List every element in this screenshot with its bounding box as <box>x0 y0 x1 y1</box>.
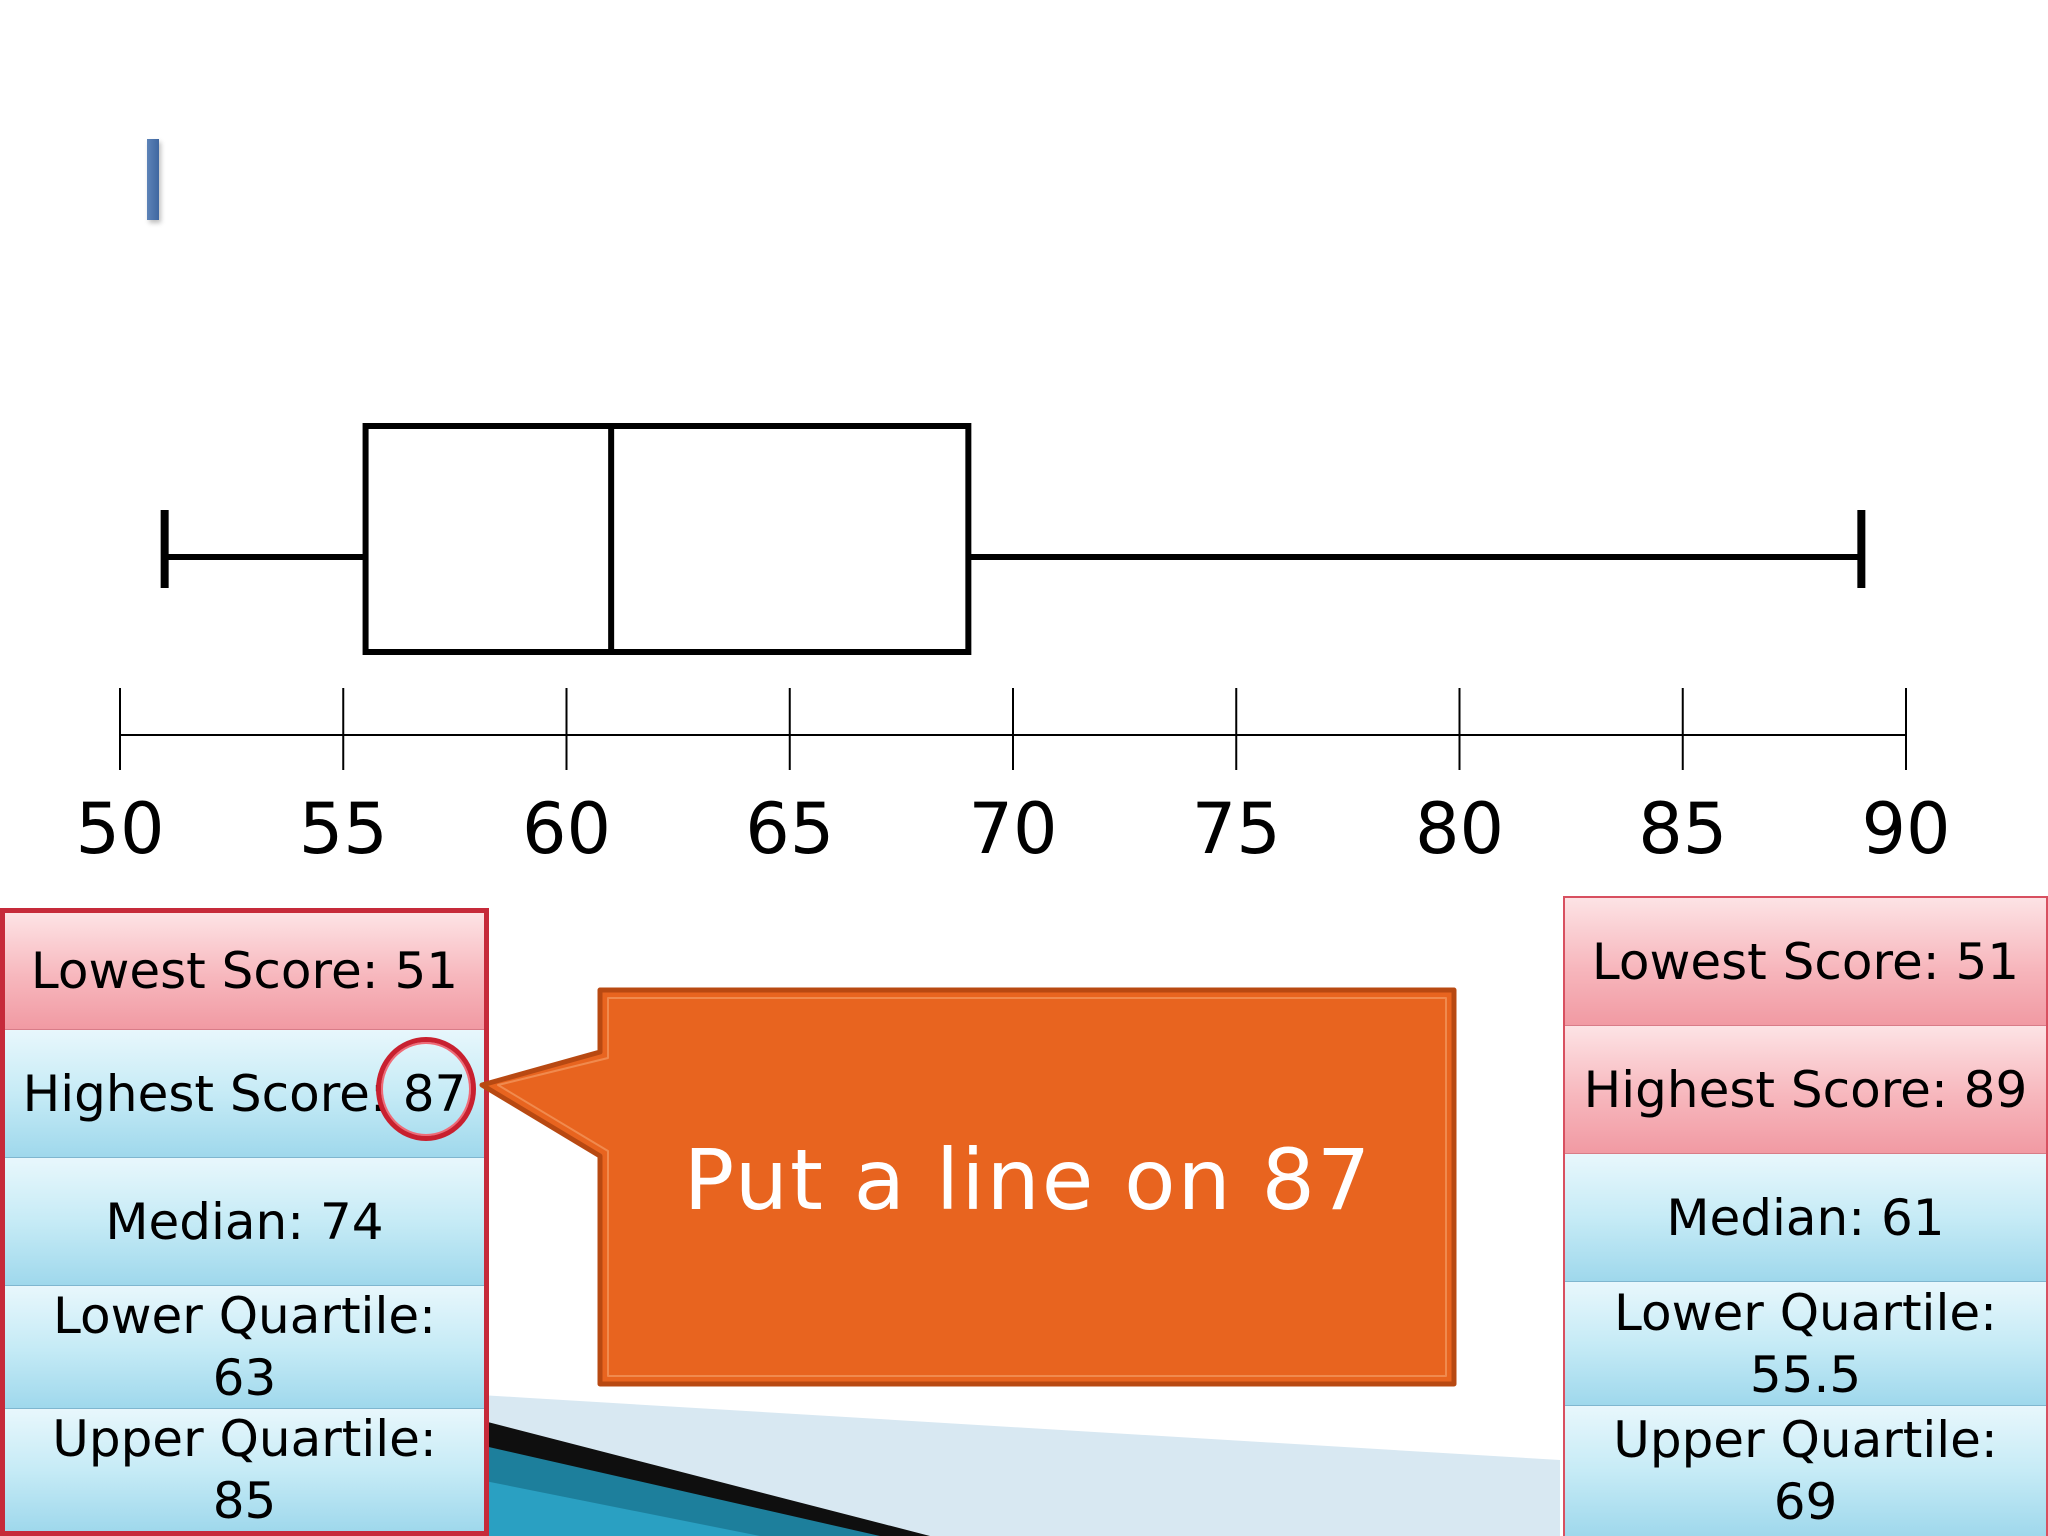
right-lower-quartile: Lower Quartile: 55.5 <box>1565 1282 2046 1406</box>
axis-tick-label: 70 <box>968 788 1057 870</box>
left-lowest-score: Lowest Score: 51 <box>5 913 484 1030</box>
right-lower-quartile-label: Lower Quartile: 55.5 <box>1614 1283 1997 1404</box>
interquartile-box <box>362 423 972 655</box>
title-accent-bar <box>147 139 159 220</box>
axis-tick-label: 60 <box>522 788 611 870</box>
left-upper-quartile-label: Upper Quartile: 85 <box>52 1410 437 1530</box>
axis-tick-label: 85 <box>1638 788 1727 870</box>
highlight-circle <box>376 1037 476 1141</box>
box-plot: 50 55 60 65 70 75 80 85 90 <box>75 423 1951 870</box>
left-median: Median: 74 <box>5 1158 484 1286</box>
left-highest-score-prefix: Highest Score: <box>22 1064 403 1123</box>
axis-tick-label: 50 <box>75 788 164 870</box>
right-upper-quartile: Upper Quartile: 69 <box>1565 1406 2046 1536</box>
axis-tick-label: 80 <box>1415 788 1504 870</box>
right-stats-panel: Lowest Score: 51 Highest Score: 89 Media… <box>1563 896 2048 1536</box>
right-median-label: Median: 61 <box>1666 1188 1945 1247</box>
right-lowest-score-label: Lowest Score: 51 <box>1591 932 2020 991</box>
axis-tick-label: 65 <box>745 788 834 870</box>
left-lower-quartile: Lower Quartile: 63 <box>5 1286 484 1409</box>
callout-text: Put a line on 87 <box>683 1131 1373 1229</box>
left-lowest-score-label: Lowest Score: 51 <box>30 942 459 1000</box>
axis-tick-label: 75 <box>1192 788 1281 870</box>
axis-tick-label: 90 <box>1861 788 1950 870</box>
left-lower-quartile-label: Lower Quartile: 63 <box>53 1287 436 1407</box>
right-highest-score-label: Highest Score: 89 <box>1583 1060 2028 1119</box>
right-lowest-score: Lowest Score: 51 <box>1565 898 2046 1026</box>
left-upper-quartile: Upper Quartile: 85 <box>5 1409 484 1531</box>
left-median-label: Median: 74 <box>105 1192 384 1251</box>
right-upper-quartile-label: Upper Quartile: 69 <box>1613 1411 1998 1531</box>
right-median: Median: 61 <box>1565 1154 2046 1282</box>
axis-tick-label: 55 <box>299 788 388 870</box>
right-highest-score: Highest Score: 89 <box>1565 1026 2046 1154</box>
